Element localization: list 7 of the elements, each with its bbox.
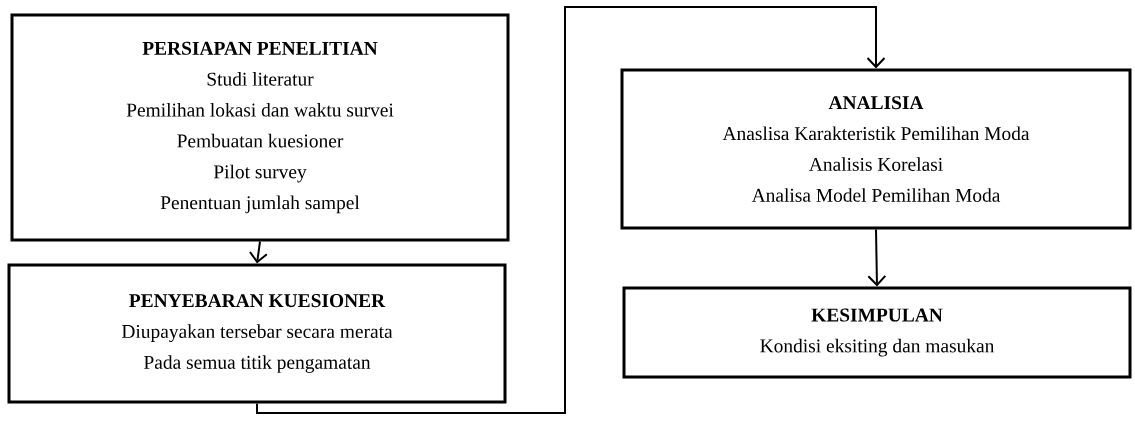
process-box: PERSIAPAN PENELITIAN Studi literatur Pemilihan lokasi dan waktu survei Pembuatan kuesioner Pilot survey Penentuan jumlah sampel [10, 13, 510, 242]
arrow [249, 240, 268, 264]
process-box: KESIMPULAN Kondisi eksiting dan masukan [622, 286, 1132, 379]
arrow [867, 228, 887, 287]
process-box: ANALISIA Anaslisa Karakteristik Pemilihan Moda Analisis Korelasi Analisa Model Pemilihan Moda [620, 68, 1132, 230]
arrow [256, 6, 886, 414]
process-box: PENYEBARAN KUESIONER Diupayakan tersebar secara merata Pada semua titik pengamatan [7, 263, 507, 404]
